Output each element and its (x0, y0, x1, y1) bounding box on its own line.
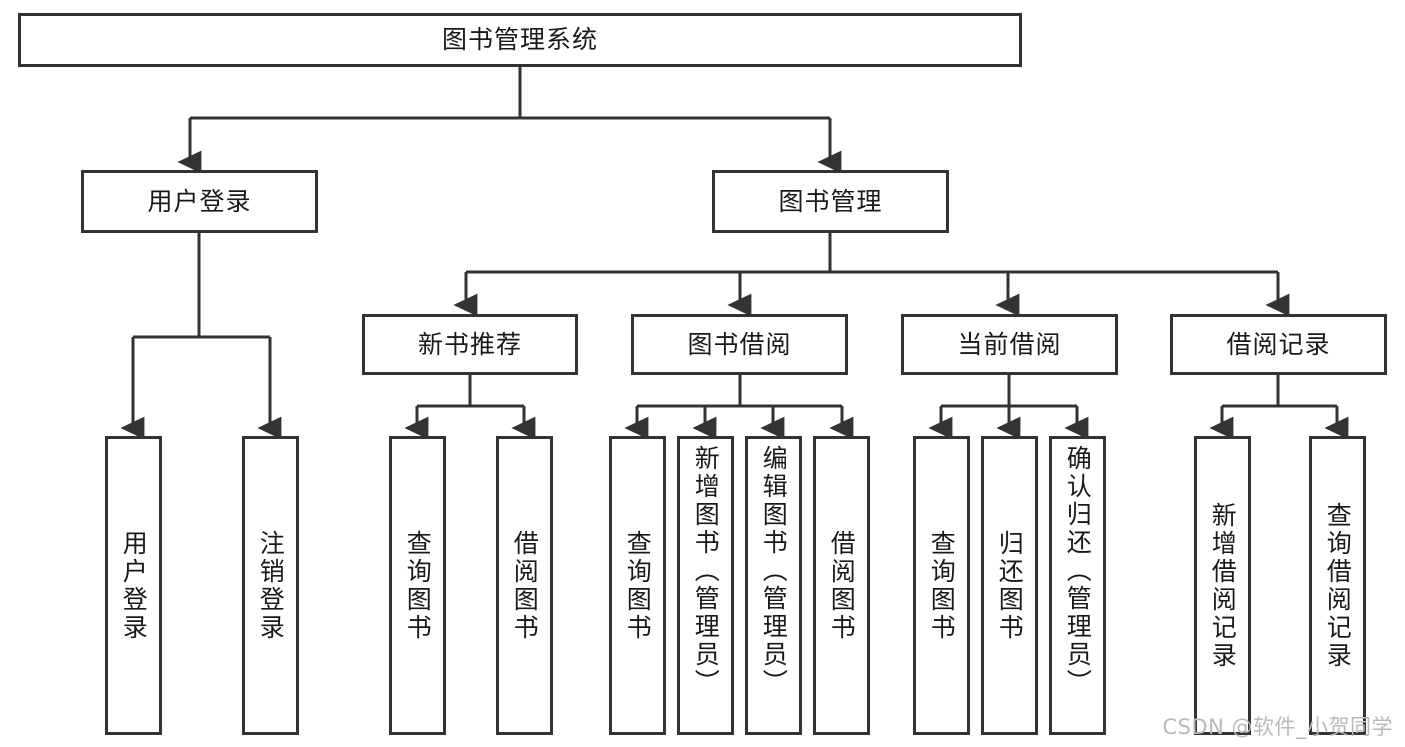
node-user-login-label: 用户登录 (147, 186, 252, 216)
leaf-borrow-book-label: 借阅图书 (827, 529, 857, 642)
leaf-confirm-return-admin-label: 确认归还（管理员） (1063, 445, 1093, 697)
node-new-book-recommend-label: 新书推荐 (417, 329, 522, 359)
leaf-query-book-borrow-label: 查询图书 (623, 529, 653, 642)
node-book-management[interactable]: 图书管理 (712, 170, 949, 233)
node-book-management-label: 图书管理 (778, 186, 883, 216)
leaf-user-login-label: 用户登录 (119, 529, 149, 642)
leaf-add-book-admin-label: 新增图书（管理员） (691, 445, 721, 697)
leaf-user-login[interactable]: 用户登录 (105, 436, 162, 735)
node-new-book-recommend[interactable]: 新书推荐 (362, 314, 578, 375)
leaf-query-book-recommend-label: 查询图书 (403, 529, 433, 642)
node-user-login[interactable]: 用户登录 (81, 170, 318, 233)
node-current-borrow[interactable]: 当前借阅 (901, 314, 1118, 375)
leaf-add-borrow-record[interactable]: 新增借阅记录 (1194, 436, 1251, 735)
leaf-query-borrow-record[interactable]: 查询借阅记录 (1309, 436, 1366, 735)
node-current-borrow-label: 当前借阅 (957, 329, 1062, 359)
node-borrow-records-label: 借阅记录 (1226, 329, 1331, 359)
leaf-query-book-borrow[interactable]: 查询图书 (609, 436, 666, 735)
node-book-borrow[interactable]: 图书借阅 (631, 314, 848, 375)
leaf-borrow-book[interactable]: 借阅图书 (813, 436, 870, 735)
leaf-query-borrow-record-label: 查询借阅记录 (1323, 501, 1353, 670)
leaf-add-book-admin[interactable]: 新增图书（管理员） (677, 436, 734, 735)
leaf-query-book-recommend[interactable]: 查询图书 (389, 436, 446, 735)
leaf-return-book[interactable]: 归还图书 (981, 436, 1038, 735)
node-root[interactable]: 图书管理系统 (18, 13, 1022, 67)
leaf-user-logout[interactable]: 注销登录 (242, 436, 299, 735)
leaf-query-book-current-label: 查询图书 (927, 529, 957, 642)
node-borrow-records[interactable]: 借阅记录 (1170, 314, 1387, 375)
node-book-borrow-label: 图书借阅 (687, 329, 792, 359)
node-root-label: 图书管理系统 (441, 25, 598, 55)
leaf-return-book-label: 归还图书 (995, 529, 1025, 642)
leaf-query-book-current[interactable]: 查询图书 (913, 436, 970, 735)
leaf-edit-book-admin-label: 编辑图书（管理员） (759, 445, 789, 697)
leaf-edit-book-admin[interactable]: 编辑图书（管理员） (745, 436, 802, 735)
leaf-confirm-return-admin[interactable]: 确认归还（管理员） (1049, 436, 1106, 735)
leaf-user-logout-label: 注销登录 (256, 529, 286, 642)
leaf-borrow-book-recommend[interactable]: 借阅图书 (496, 436, 553, 735)
leaf-borrow-book-recommend-label: 借阅图书 (510, 529, 540, 642)
leaf-add-borrow-record-label: 新增借阅记录 (1208, 501, 1238, 670)
